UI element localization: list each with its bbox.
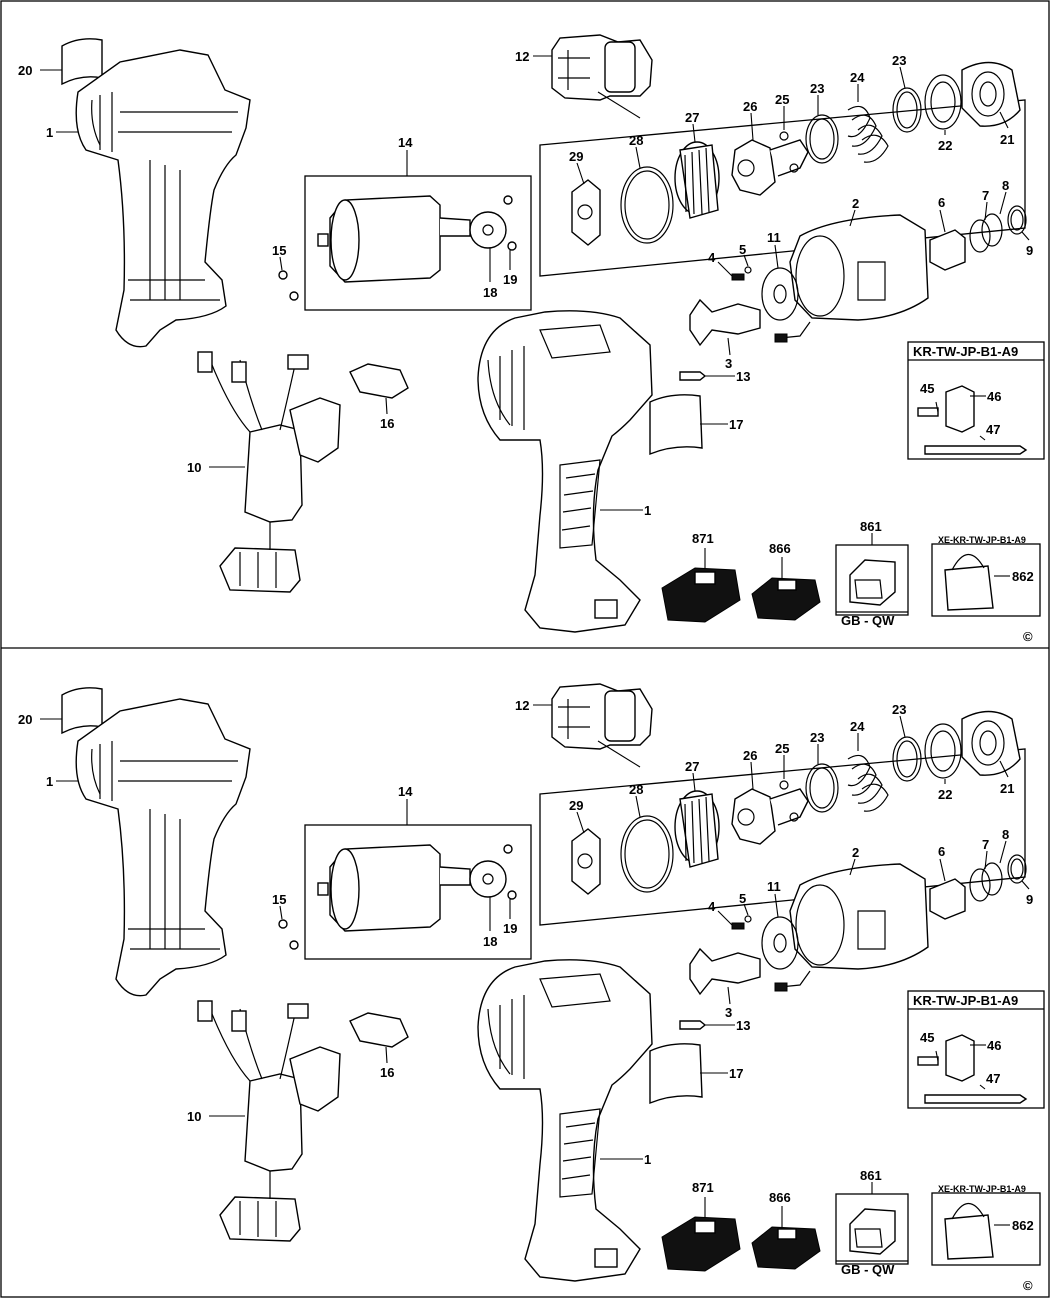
part-label: 27 [685, 759, 699, 774]
part-label: 27 [685, 110, 699, 125]
part-label: 8 [1002, 178, 1009, 193]
part-label: 8 [1002, 827, 1009, 842]
part-label: 9 [1026, 243, 1033, 258]
part-label: 11 [767, 879, 781, 894]
part-label: 15 [272, 243, 286, 258]
part-label: 21 [1000, 132, 1014, 147]
part-label: 17 [729, 417, 743, 432]
part-label: 1 [46, 125, 53, 140]
part-label: 862 [1012, 569, 1034, 584]
part-label: 19 [503, 921, 517, 936]
part-label: 1 [644, 503, 651, 518]
part-label: 12 [515, 698, 529, 713]
part-label: 29 [569, 149, 583, 164]
part-label: 20 [18, 712, 32, 727]
part-label: 7 [982, 188, 989, 203]
part-label: 18 [483, 934, 497, 949]
part-label: 1 [644, 1152, 651, 1167]
kit-part-label: 45 [920, 1030, 934, 1045]
part-label: 22 [938, 138, 952, 153]
part-label: 17 [729, 1066, 743, 1081]
part-label: 866 [769, 1190, 791, 1205]
part-label: 25 [775, 92, 789, 107]
copyright-symbol: © [1023, 1278, 1033, 1293]
kit-label: KR-TW-JP-B1-A9 [913, 344, 1018, 359]
part-label: 6 [938, 195, 945, 210]
part-label: 21 [1000, 781, 1014, 796]
bottom-panel-labels: 20 1 12 28 27 26 25 23 24 23 22 21 29 14… [18, 698, 1034, 1293]
region-label: GB - QW [841, 1262, 895, 1277]
part-label: 23 [810, 81, 824, 96]
bag-label: XE-KR-TW-JP-B1-A9 [938, 535, 1026, 545]
part-label: 16 [380, 416, 394, 431]
part-label: 12 [515, 49, 529, 64]
part-label: 11 [767, 230, 781, 245]
kit-part-label: 47 [986, 422, 1000, 437]
part-label: 23 [892, 702, 906, 717]
part-label: 3 [725, 356, 732, 371]
part-label: 866 [769, 541, 791, 556]
part-label: 24 [850, 70, 865, 85]
part-label: 18 [483, 285, 497, 300]
top-panel-labels: 20 1 12 28 27 26 25 23 24 23 22 21 29 14… [18, 49, 1034, 644]
part-label: 20 [18, 63, 32, 78]
part-label: 4 [708, 899, 716, 914]
kit-part-label: 45 [920, 381, 934, 396]
kit-part-label: 46 [987, 1038, 1001, 1053]
part-label: 1 [46, 774, 53, 789]
part-label: 16 [380, 1065, 394, 1080]
part-label: 14 [398, 135, 413, 150]
part-label: 9 [1026, 892, 1033, 907]
part-label: 4 [708, 250, 716, 265]
copyright-symbol: © [1023, 629, 1033, 644]
part-label: 28 [629, 133, 643, 148]
part-label: 862 [1012, 1218, 1034, 1233]
part-label: 10 [187, 1109, 201, 1124]
kit-part-label: 46 [987, 389, 1001, 404]
part-label: 5 [739, 891, 746, 906]
part-label: 861 [860, 519, 882, 534]
part-label: 25 [775, 741, 789, 756]
part-label: 3 [725, 1005, 732, 1020]
part-label: 13 [736, 369, 750, 384]
bottom-panel-drawing [39, 683, 1045, 1282]
part-label: 24 [850, 719, 865, 734]
part-label: 10 [187, 460, 201, 475]
part-label: 5 [739, 242, 746, 257]
part-label: 871 [692, 1180, 714, 1195]
part-label: 2 [852, 845, 859, 860]
region-label: GB - QW [841, 613, 895, 628]
part-label: 861 [860, 1168, 882, 1183]
part-label: 15 [272, 892, 286, 907]
part-label: 22 [938, 787, 952, 802]
part-label: 23 [892, 53, 906, 68]
kit-label: KR-TW-JP-B1-A9 [913, 993, 1018, 1008]
part-label: 23 [810, 730, 824, 745]
top-panel-drawing [39, 34, 1045, 633]
part-label: 6 [938, 844, 945, 859]
kit-part-label: 47 [986, 1071, 1000, 1086]
part-label: 19 [503, 272, 517, 287]
part-label: 29 [569, 798, 583, 813]
part-label: 7 [982, 837, 989, 852]
part-label: 2 [852, 196, 859, 211]
part-label: 13 [736, 1018, 750, 1033]
bag-label: XE-KR-TW-JP-B1-A9 [938, 1184, 1026, 1194]
part-label: 26 [743, 748, 757, 763]
part-label: 871 [692, 531, 714, 546]
part-label: 28 [629, 782, 643, 797]
part-label: 26 [743, 99, 757, 114]
part-label: 14 [398, 784, 413, 799]
